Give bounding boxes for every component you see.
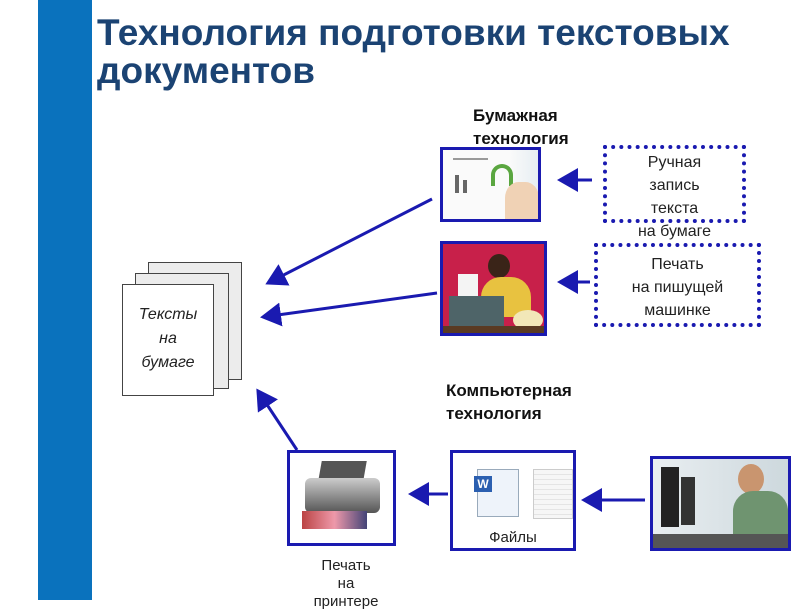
computer-tech-heading: Компьютерная технология [446, 381, 572, 423]
text-line: Ручная [647, 154, 702, 171]
text-line: на [337, 575, 355, 592]
paper-texts-document: Тексты на бумаге [122, 284, 214, 396]
handwriting-image [440, 147, 541, 222]
files-box: W Файлы [450, 450, 576, 551]
arrow-typewriter-to-paper [260, 291, 438, 327]
arrow-printer-to-paper [256, 388, 299, 451]
text-line: бумаге [141, 354, 195, 371]
typewriter-box: Печать на пишущей машинке [594, 243, 761, 327]
text-line: Тексты [138, 306, 198, 323]
text-line: на пишущей [631, 279, 724, 296]
slide-title: Технология подготовки текстовых документ… [97, 12, 730, 91]
handwriting-box: Ручная запись текста на бумаге [603, 145, 746, 240]
word-file-icon: W [474, 469, 519, 517]
text-line: Печать [651, 256, 704, 273]
printer-image [287, 450, 396, 546]
text-line: на бумаге [637, 223, 712, 240]
text-line: текста [650, 200, 699, 217]
files-label: Файлы [489, 529, 537, 546]
text-line: на [159, 330, 177, 347]
paper-tech-heading: Бумажная технология [473, 106, 569, 148]
accent-bar [38, 0, 92, 600]
arrow-handwriting-to-paper [265, 197, 433, 286]
text-line: Печать [321, 557, 371, 574]
text-line: машинке [644, 302, 711, 319]
typewriter-image [440, 241, 547, 336]
text-line: запись [649, 177, 700, 194]
text-file-icon [533, 469, 573, 519]
students-computers-image [650, 456, 791, 551]
